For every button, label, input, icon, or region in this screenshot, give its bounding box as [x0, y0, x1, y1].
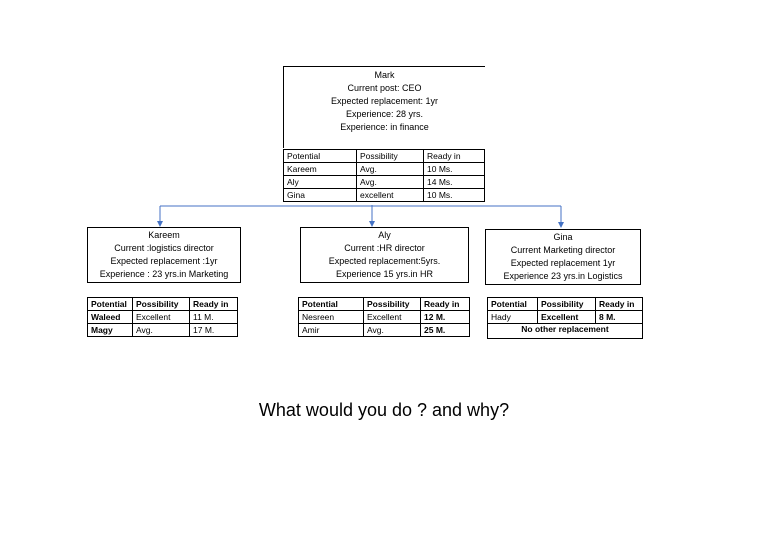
col-potential: Potential: [283, 149, 357, 163]
cell-ready-in: 14 Ms.: [423, 175, 485, 189]
table-row: Nesreen Excellent 12 M.: [298, 310, 470, 324]
table-row: Magy Avg. 17 M.: [87, 323, 238, 337]
col-possibility: Possibility: [537, 297, 596, 311]
table-row: Kareem Avg. 10 Ms.: [283, 162, 485, 176]
node-name: Gina: [553, 232, 573, 242]
node-name: Kareem: [148, 230, 180, 240]
cell-ready-in: 12 M.: [420, 310, 470, 324]
col-potential: Potential: [87, 297, 133, 311]
cell-possibility: excellent: [356, 188, 424, 202]
cell-potential: Waleed: [87, 310, 133, 324]
node-expected-replacement: Expected replacement 1yr: [510, 258, 616, 268]
node-experience-field: Experience: in finance: [340, 122, 429, 132]
node-current-post: Current Marketing director: [510, 245, 616, 255]
cell-potential: Magy: [87, 323, 133, 337]
node-current-post: Current :HR director: [344, 243, 425, 253]
no-replacement-note: No other replacement: [487, 323, 643, 339]
table-header-row: Potential Possibility Ready in: [487, 297, 643, 311]
cell-ready-in: 17 M.: [189, 323, 238, 337]
node-experience-years: Experience: 28 yrs.: [345, 109, 424, 119]
cell-possibility: Excellent: [363, 310, 421, 324]
cell-potential: Aly: [283, 175, 357, 189]
table-row: Hady Excellent 8 M.: [487, 310, 643, 324]
table-row: Amir Avg. 25 M.: [298, 323, 470, 337]
table-header-row: Potential Possibility Ready in: [87, 297, 238, 311]
cell-potential: Nesreen: [298, 310, 364, 324]
node-current-post: Current post: CEO: [347, 83, 422, 93]
cell-ready-in: 11 M.: [189, 310, 238, 324]
table-row: No other replacement: [487, 323, 643, 339]
question-text: What would you do ? and why?: [258, 400, 510, 420]
ceo-node: Mark Current post: CEO Expected replacem…: [283, 66, 485, 148]
node-expected-replacement: Expected replacement: 1yr: [330, 96, 439, 106]
cell-potential: Kareem: [283, 162, 357, 176]
cell-possibility: Excellent: [132, 310, 190, 324]
cell-potential: Gina: [283, 188, 357, 202]
col-ready-in: Ready in: [595, 297, 643, 311]
cell-ready-in: 25 M.: [420, 323, 470, 337]
col-ready-in: Ready in: [189, 297, 238, 311]
node-name: Mark: [374, 70, 395, 80]
gina-successor-table: Potential Possibility Ready in Hady Exce…: [487, 297, 643, 339]
cell-possibility: Avg.: [356, 162, 424, 176]
table-header-row: Potential Possibility Ready in: [298, 297, 470, 311]
node-experience: Experience 23 yrs.in Logistics: [503, 271, 623, 281]
col-possibility: Possibility: [363, 297, 421, 311]
node-expected-replacement: Expected replacement :1yr: [110, 256, 218, 266]
col-possibility: Possibility: [132, 297, 190, 311]
col-potential: Potential: [487, 297, 538, 311]
table-row: Waleed Excellent 11 M.: [87, 310, 238, 324]
aly-successor-table: Potential Possibility Ready in Nesreen E…: [298, 297, 470, 337]
table-header-row: Potential Possibility Ready in: [283, 149, 485, 163]
node-experience: Experience 15 yrs.in HR: [335, 269, 434, 279]
cell-possibility: Avg.: [132, 323, 190, 337]
cell-ready-in: 8 M.: [595, 310, 643, 324]
table-row: Aly Avg. 14 Ms.: [283, 175, 485, 189]
kareem-node: Kareem Current :logistics director Expec…: [87, 227, 241, 283]
cell-potential: Amir: [298, 323, 364, 337]
col-possibility: Possibility: [356, 149, 424, 163]
col-potential: Potential: [298, 297, 364, 311]
ceo-successor-table: Potential Possibility Ready in Kareem Av…: [283, 149, 485, 202]
aly-node: Aly Current :HR director Expected replac…: [300, 227, 469, 283]
cell-possibility: Avg.: [356, 175, 424, 189]
node-current-post: Current :logistics director: [114, 243, 214, 253]
cell-possibility: Avg.: [363, 323, 421, 337]
table-row: Gina excellent 10 Ms.: [283, 188, 485, 202]
gina-node: Gina Current Marketing director Expected…: [485, 229, 641, 285]
col-ready-in: Ready in: [420, 297, 470, 311]
cell-possibility: Excellent: [537, 310, 596, 324]
node-experience: Experience : 23 yrs.in Marketing: [99, 269, 229, 279]
cell-ready-in: 10 Ms.: [423, 162, 485, 176]
cell-potential: Hady: [487, 310, 538, 324]
kareem-successor-table: Potential Possibility Ready in Waleed Ex…: [87, 297, 238, 337]
col-ready-in: Ready in: [423, 149, 485, 163]
cell-ready-in: 10 Ms.: [423, 188, 485, 202]
node-expected-replacement: Expected replacement:5yrs.: [328, 256, 441, 266]
node-name: Aly: [378, 230, 391, 240]
